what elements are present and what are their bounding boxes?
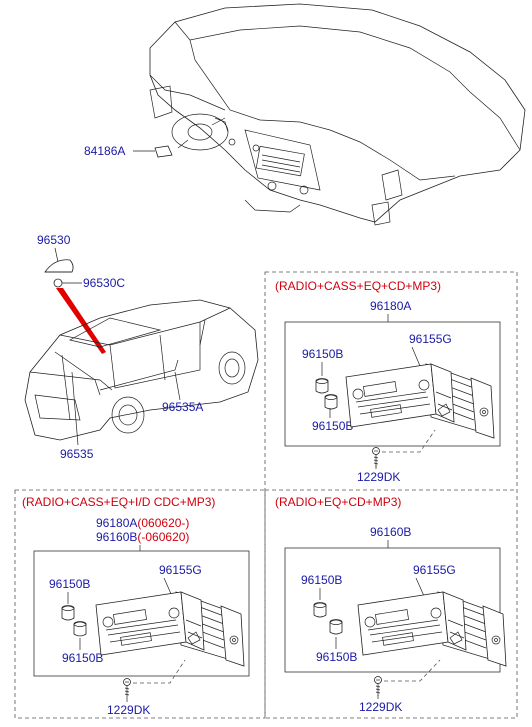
variant-1-config: (RADIO+CASS+EQ+CD+MP3) bbox=[275, 279, 441, 293]
variant-1: (RADIO+CASS+EQ+CD+MP3) 96180A 96155G 961… bbox=[275, 279, 501, 484]
variant-2-assembly-1-date: (060620-) bbox=[137, 516, 189, 530]
variant-2: (RADIO+CASS+EQ+I/D CDC+MP3) 96180A(06062… bbox=[22, 495, 250, 717]
variant-2-assembly-2-date: (-060620) bbox=[137, 530, 189, 544]
variant-1-knob-a[interactable]: 96150B bbox=[302, 347, 343, 361]
variant-2-config: (RADIO+CASS+EQ+I/D CDC+MP3) bbox=[22, 495, 215, 509]
variant-1-bracket[interactable]: 96155G bbox=[409, 332, 452, 346]
car-illustration bbox=[24, 299, 259, 441]
variant-3-screw[interactable]: 1229DK bbox=[359, 700, 402, 714]
variant-2-assembly-1-pn[interactable]: 96180A bbox=[96, 516, 137, 530]
group-border-left bbox=[14, 489, 266, 719]
variant-3-knob-b[interactable]: 96150B bbox=[316, 650, 357, 664]
variant-2-knob-a[interactable]: 96150B bbox=[49, 577, 90, 591]
variant-3-knob-a[interactable]: 96150B bbox=[301, 573, 342, 587]
variant-3-assembly[interactable]: 96160B bbox=[370, 525, 411, 539]
variant-1-knob-b[interactable]: 96150B bbox=[312, 419, 353, 433]
variant-2-assembly-2-pn[interactable]: 96160B bbox=[96, 530, 137, 544]
variant-1-screw[interactable]: 1229DK bbox=[357, 470, 400, 484]
part-96535A[interactable]: 96535A bbox=[162, 400, 203, 414]
part-96530[interactable]: 96530 bbox=[37, 233, 71, 247]
variant-2-assembly-2: 96160B(-060620) bbox=[96, 530, 189, 544]
variant-2-assembly-1: 96180A(060620-) bbox=[96, 516, 189, 530]
variant-3-bracket[interactable]: 96155G bbox=[413, 563, 456, 577]
antenna-illustration: 96530 96530C bbox=[37, 233, 125, 354]
variant-2-knob-b[interactable]: 96150B bbox=[62, 651, 103, 665]
variant-3: (RADIO+EQ+CD+MP3) 96160B 96155G 96150B 9… bbox=[275, 495, 507, 714]
part-96530C[interactable]: 96530C bbox=[83, 276, 125, 290]
variant-3-config: (RADIO+EQ+CD+MP3) bbox=[275, 495, 401, 509]
part-84186A[interactable]: 84186A bbox=[84, 144, 125, 158]
pad-84186A bbox=[154, 145, 173, 158]
dashboard-illustration bbox=[149, 3, 526, 226]
variant-2-bracket[interactable]: 96155G bbox=[159, 563, 202, 577]
part-96535[interactable]: 96535 bbox=[60, 447, 94, 461]
antenna-base-icon bbox=[44, 259, 74, 273]
variant-1-assembly[interactable]: 96180A bbox=[370, 299, 411, 313]
variant-2-screw[interactable]: 1229DK bbox=[107, 703, 150, 717]
antenna-cable-highlight bbox=[56, 288, 106, 354]
antenna-nut-icon bbox=[53, 278, 63, 288]
